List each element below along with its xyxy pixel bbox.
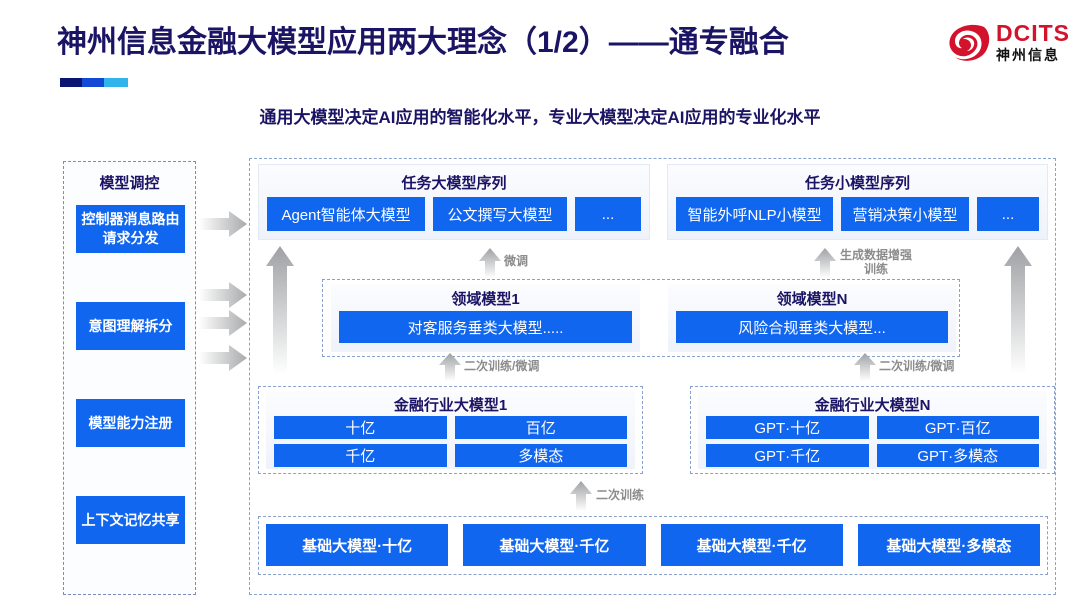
up-arrow-icon-base-retrain [570, 481, 592, 511]
architecture-diagram: 模型调控 控制器消息路由请求分发 意图理解拆分 模型能力注册 上下文记忆共享 任… [0, 150, 1080, 608]
chip-customer-service-vertical-model[interactable]: 对客服务垂类大模型..... [339, 311, 632, 343]
cell-gpt-ten-billion[interactable]: GPT·百亿 [876, 416, 1039, 439]
industry-model-n: 金融行业大模型N GPT·十亿 GPT·百亿 GPT·千亿 GPT·多模态 [698, 391, 1047, 469]
right-arrow-icon-4 [199, 345, 247, 371]
chip-agent-model[interactable]: Agent智能体大模型 [267, 197, 426, 231]
arrow-label-data-augment: 生成数据增强 训练 [840, 248, 912, 276]
industry-model-1-title: 金融行业大模型1 [393, 397, 508, 414]
chip-risk-compliance-vertical-model[interactable]: 风险合规垂类大模型... [676, 311, 948, 343]
accent-bar-segment-3 [104, 78, 128, 87]
up-arrow-icon-finetune [479, 248, 501, 278]
right-arrow-icon-3 [199, 310, 247, 336]
accent-bar [60, 78, 128, 87]
industry-model-n-title: 金融行业大模型N [814, 397, 931, 414]
accent-bar-segment-2 [82, 78, 104, 87]
chip-marketing-decision-model[interactable]: 营销决策小模型 [841, 197, 970, 231]
task-small-model-sequence: 任务小模型序列 智能外呼NLP小模型 营销决策小模型 ... [667, 164, 1048, 240]
arrow-label-finetune: 微调 [504, 254, 529, 268]
cell-billion[interactable]: 十亿 [274, 416, 447, 439]
right-arrow-icon-1 [199, 211, 247, 237]
domain-model-1-title: 领域模型1 [451, 291, 520, 308]
cell-hundred-billion[interactable]: 千亿 [274, 444, 447, 467]
cell-ten-billion[interactable]: 百亿 [454, 416, 627, 439]
up-arrow-icon-retrain-right [854, 353, 876, 381]
up-arrow-icon-retrain-left [439, 353, 461, 381]
cell-gpt-hundred-billion[interactable]: GPT·千亿 [706, 444, 869, 467]
page-title: 神州信息金融大模型应用两大理念（1/2）——通专融合 [57, 26, 789, 59]
domain-model-n-title: 领域模型N [776, 291, 848, 308]
control-panel: 模型调控 控制器消息路由请求分发 意图理解拆分 模型能力注册 上下文记忆共享 [63, 161, 196, 595]
control-item-context-memory[interactable]: 上下文记忆共享 [76, 496, 185, 544]
arrow-label-retrain: 二次训练 [596, 488, 645, 502]
cell-gpt-multimodal[interactable]: GPT·多模态 [876, 444, 1039, 467]
dcits-swirl-icon [946, 20, 990, 64]
task-large-model-chips: Agent智能体大模型 公文撰写大模型 ... [267, 197, 641, 231]
industry-model-1-cells: 十亿 百亿 千亿 多模态 [274, 416, 627, 467]
page-header: 神州信息金融大模型应用两大理念（1/2）——通专融合 DCITS 神州信息 通用… [0, 0, 1080, 128]
right-arrow-icon-2 [199, 282, 247, 308]
logo-en-text: DCITS [996, 20, 1070, 46]
base-chip-hundred-billion-1[interactable]: 基础大模型·千亿 [463, 524, 646, 566]
control-panel-title: 模型调控 [99, 175, 160, 192]
task-small-model-sequence-title: 任务小模型序列 [804, 175, 910, 192]
arrow-label-data-augment-line2: 训练 [864, 262, 889, 276]
task-large-model-sequence-title: 任务大模型序列 [401, 175, 507, 192]
base-chip-billion[interactable]: 基础大模型·十亿 [266, 524, 449, 566]
chip-more-large[interactable]: ... [575, 197, 641, 231]
control-item-capability-registry[interactable]: 模型能力注册 [76, 399, 185, 447]
up-arrow-icon-data-augment [814, 248, 836, 278]
task-small-model-chips: 智能外呼NLP小模型 营销决策小模型 ... [676, 197, 1040, 231]
model-stack-frame [249, 158, 1056, 595]
cell-multimodal[interactable]: 多模态 [454, 444, 627, 467]
chip-outbound-nlp-model[interactable]: 智能外呼NLP小模型 [676, 197, 834, 231]
control-item-router[interactable]: 控制器消息路由请求分发 [76, 205, 185, 253]
base-chip-multimodal[interactable]: 基础大模型·多模态 [857, 524, 1040, 566]
arrow-label-data-augment-line1: 生成数据增强 [840, 248, 913, 262]
task-large-model-sequence: 任务大模型序列 Agent智能体大模型 公文撰写大模型 ... [258, 164, 650, 240]
chip-document-writing-model[interactable]: 公文撰写大模型 [433, 197, 567, 231]
up-arrow-icon-right-tall [1004, 246, 1032, 374]
arrow-label-retrain-finetune-left: 二次训练/微调 [464, 359, 540, 373]
industry-model-1: 金融行业大模型1 十亿 百亿 千亿 多模态 [266, 391, 635, 469]
cell-gpt-billion[interactable]: GPT·十亿 [706, 416, 869, 439]
arrow-label-retrain-finetune-right: 二次训练/微调 [879, 359, 955, 373]
control-item-intent[interactable]: 意图理解拆分 [76, 302, 185, 350]
base-chip-hundred-billion-2[interactable]: 基础大模型·千亿 [660, 524, 843, 566]
up-arrow-icon-left-tall [266, 246, 294, 374]
domain-model-n: 领域模型N 风险合规垂类大模型... [668, 284, 956, 352]
base-model-row: 基础大模型·十亿 基础大模型·千亿 基础大模型·千亿 基础大模型·多模态 [266, 524, 1040, 566]
chip-more-small[interactable]: ... [977, 197, 1040, 231]
dcits-logo: DCITS 神州信息 [946, 20, 1070, 64]
page-subtitle: 通用大模型决定AI应用的智能化水平，专业大模型决定AI应用的专业化水平 [259, 108, 821, 127]
industry-model-n-cells: GPT·十亿 GPT·百亿 GPT·千亿 GPT·多模态 [706, 416, 1039, 467]
accent-bar-segment-1 [60, 78, 82, 87]
logo-cn-text: 神州信息 [996, 47, 1060, 63]
domain-model-1: 领域模型1 对客服务垂类大模型..... [331, 284, 640, 352]
logo-wordmark: DCITS 神州信息 [996, 20, 1070, 63]
